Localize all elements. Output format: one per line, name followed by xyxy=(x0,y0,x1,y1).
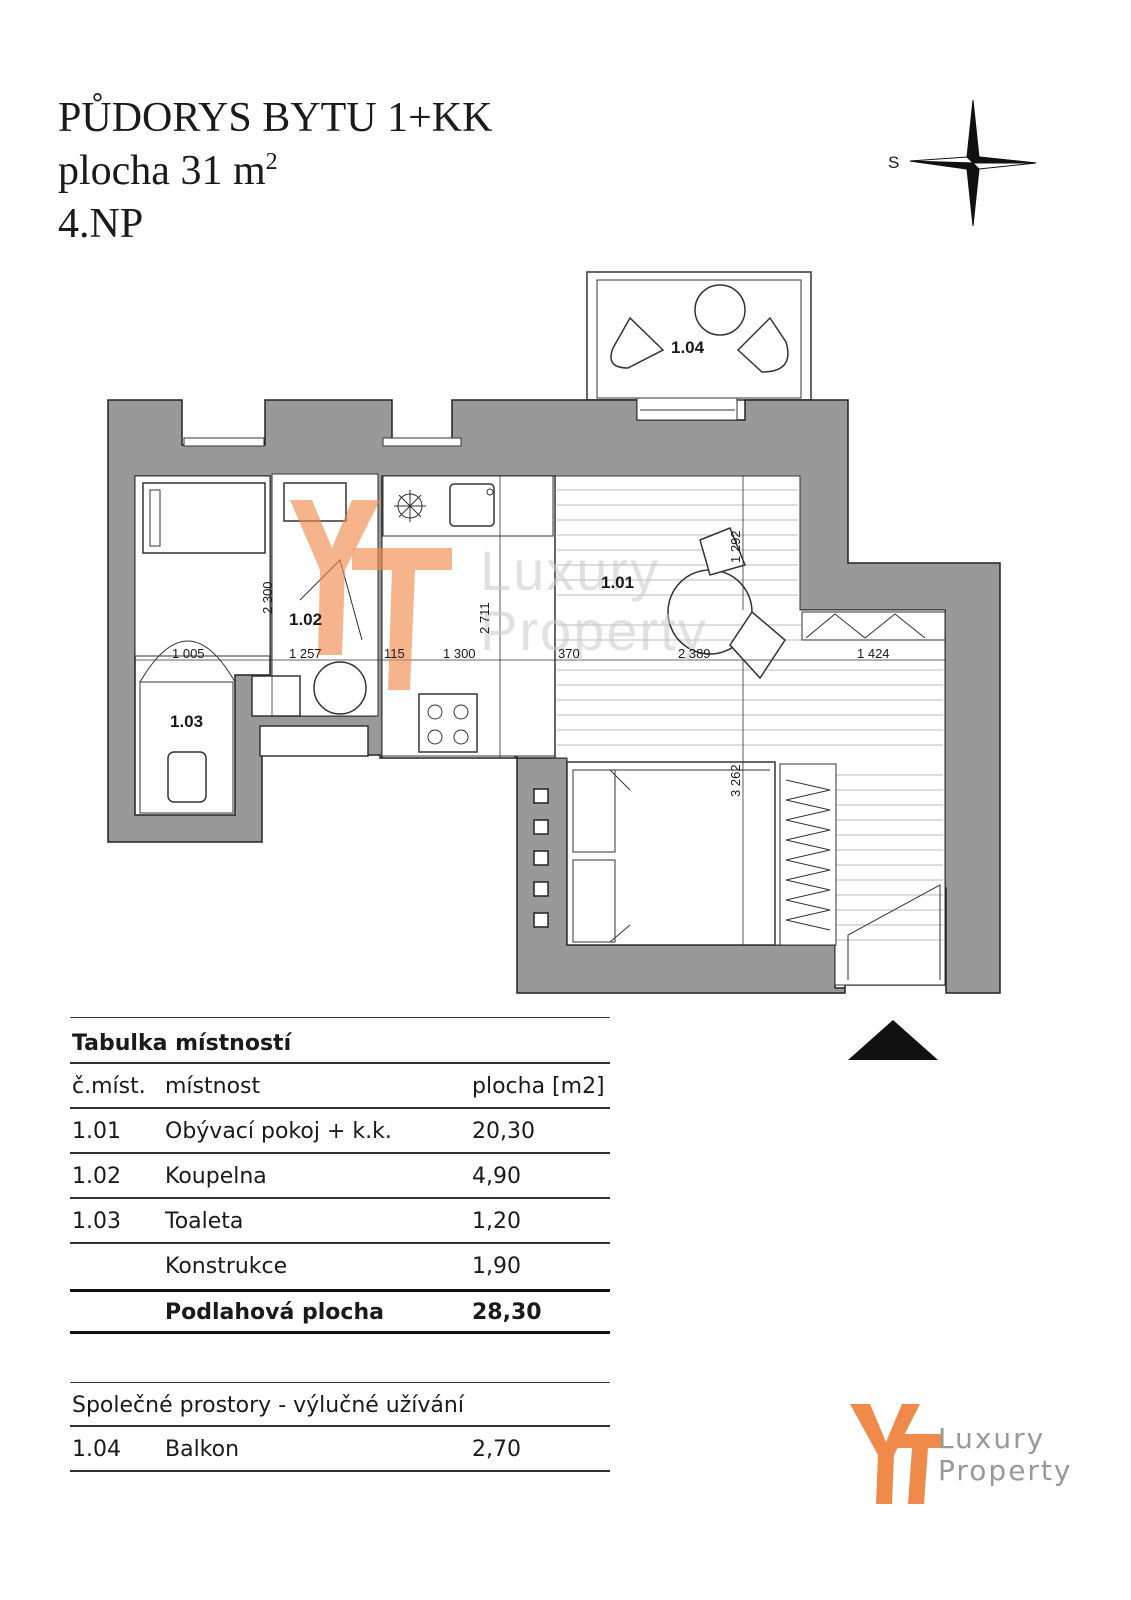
entrance-arrow-icon xyxy=(848,1020,938,1060)
room-area: 20,30 xyxy=(472,1119,535,1144)
room-label-balcony: 1.04 xyxy=(671,338,705,357)
sink xyxy=(449,483,495,527)
total-area: 28,30 xyxy=(472,1300,542,1325)
room-area: 4,90 xyxy=(472,1164,521,1189)
dimension-lines xyxy=(135,476,945,945)
dining-chair xyxy=(729,610,786,680)
total-label: Podlahová plocha xyxy=(165,1300,384,1325)
dimension-label: 1 257 xyxy=(289,646,322,661)
room-label-toilet: 1.03 xyxy=(170,712,203,731)
room-label-bathroom: 1.02 xyxy=(289,610,322,629)
dimension-label: 115 xyxy=(384,646,405,661)
room-table-title-text: Tabulka místností xyxy=(72,1031,292,1056)
watermark-line2: Property xyxy=(480,599,708,662)
table-row: 1.01 Obývací pokoj + k.k. 20,30 xyxy=(70,1109,610,1154)
balcony-chair xyxy=(736,316,789,373)
room-area: 1,90 xyxy=(472,1254,521,1279)
dimension-label: 2 389 xyxy=(678,646,711,661)
room-area: 2,70 xyxy=(472,1437,521,1462)
dining-chair xyxy=(699,527,747,576)
toilet xyxy=(167,751,207,803)
toilet-door-swing xyxy=(139,640,236,683)
table-row: Konstrukce 1,90 xyxy=(70,1244,610,1289)
room-name: Obývací pokoj + k.k. xyxy=(165,1119,392,1144)
plan-area-superscript: 2 xyxy=(265,149,278,175)
windows xyxy=(183,397,738,447)
column-header: plocha [m2] xyxy=(472,1074,605,1099)
room-name: Koupelna xyxy=(165,1164,267,1189)
wardrobe xyxy=(779,763,837,946)
room-area: 1,20 xyxy=(472,1209,521,1234)
dimension-label: 370 xyxy=(558,646,580,661)
kitchen-counter xyxy=(382,475,554,753)
logo-line2: Property xyxy=(938,1454,1072,1487)
table-gap xyxy=(70,1334,610,1382)
table-row: 1.02 Koupelna 4,90 xyxy=(70,1154,610,1199)
watermark: Luxury Property xyxy=(290,500,708,690)
room-number: 1.01 xyxy=(72,1119,121,1144)
room-name: Balkon xyxy=(165,1437,240,1462)
dimension-label: 1 300 xyxy=(443,646,476,661)
room-number: 1.04 xyxy=(72,1437,121,1462)
watermark-line1: Luxury xyxy=(480,539,660,602)
column-header: místnost xyxy=(165,1074,261,1099)
dimension-label: 2 300 xyxy=(260,581,275,614)
company-logo: Luxury Property xyxy=(850,1404,1072,1504)
washing-machine xyxy=(313,661,367,715)
room-table: Tabulka místností č.míst. místnost ploch… xyxy=(70,1017,610,1472)
room-table-header: č.míst. místnost plocha [m2] xyxy=(70,1064,610,1109)
room-label-living-room: 1.01 xyxy=(601,573,634,592)
bathtub xyxy=(142,482,266,554)
dimension-label: 1 424 xyxy=(857,646,890,661)
room-number: 1.02 xyxy=(72,1164,121,1189)
compass-label: S xyxy=(888,153,899,172)
room-name: Konstrukce xyxy=(165,1254,288,1279)
table-row: 1.04 Balkon 2,70 xyxy=(70,1427,610,1472)
balcony xyxy=(586,271,812,401)
room-number: 1.03 xyxy=(72,1209,121,1234)
plan-area: plocha 31 m2 xyxy=(58,150,278,192)
vent-grilles xyxy=(533,788,549,928)
common-areas-title-text: Společné prostory - výlučné užívání xyxy=(72,1393,464,1418)
dimension-label: 1 005 xyxy=(172,646,205,661)
table-total-row: Podlahová plocha 28,30 xyxy=(70,1289,610,1334)
table-row: 1.03 Toaleta 1,20 xyxy=(70,1199,610,1244)
hob xyxy=(418,693,478,753)
shelf-unit xyxy=(801,611,946,641)
plan-title: PŮDORYS BYTU 1+KK xyxy=(58,95,493,141)
column-header: č.míst. xyxy=(72,1074,146,1099)
common-areas-title: Společné prostory - výlučné užívání xyxy=(70,1382,610,1427)
bed xyxy=(566,761,776,946)
entrance-door-swing xyxy=(847,884,941,980)
room-name: Toaleta xyxy=(165,1209,244,1234)
compass-icon: S xyxy=(888,99,1037,227)
logo-line1: Luxury xyxy=(938,1422,1045,1455)
dimension-label: 3 262 xyxy=(728,764,743,797)
balcony-table xyxy=(694,284,746,336)
dimension-label: 1 292 xyxy=(728,530,743,563)
plan-area-text: plocha 31 m xyxy=(58,148,266,194)
balcony-chair xyxy=(610,316,665,369)
room-table-title: Tabulka místností xyxy=(70,1017,610,1064)
dimension-label: 2 711 xyxy=(477,602,492,634)
plan-floor: 4.NP xyxy=(58,201,144,247)
